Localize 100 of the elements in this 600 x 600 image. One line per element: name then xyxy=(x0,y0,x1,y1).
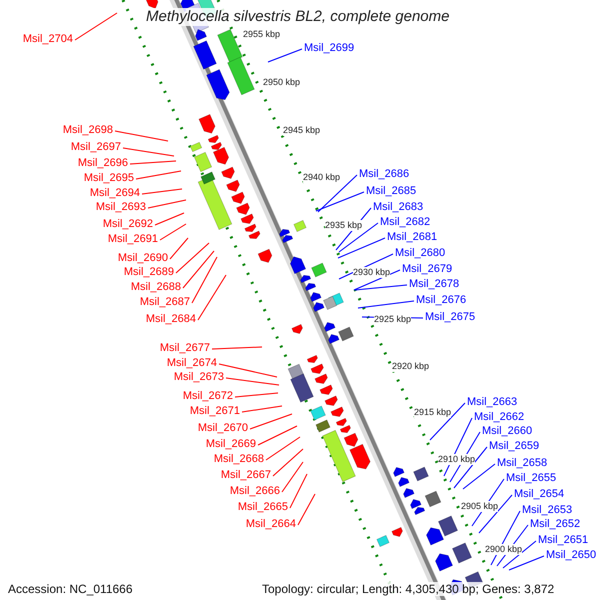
scale-tick-label: 2930 kbp xyxy=(353,267,390,278)
leader-line xyxy=(266,436,300,460)
leader-line xyxy=(358,300,414,308)
gene-label: Msil_2677 xyxy=(160,342,210,355)
gene-label: Msil_2660 xyxy=(482,425,532,438)
leader-line xyxy=(218,364,278,378)
scale-tick-label: 2915 kbp xyxy=(414,407,452,418)
leader-line xyxy=(272,448,304,476)
title: Methylocella silvestris BL2, complete genome xyxy=(146,8,450,26)
leader-line xyxy=(114,130,168,142)
leader-line xyxy=(282,462,304,492)
leader-line xyxy=(142,188,182,194)
leader-line xyxy=(258,426,298,446)
gene-label: Msil_2664 xyxy=(246,518,296,531)
leader-line xyxy=(318,174,358,212)
gene-label: Msil_2682 xyxy=(380,216,430,229)
gene-label: Msil_2680 xyxy=(395,247,446,260)
leader-line xyxy=(226,378,280,386)
leader-line xyxy=(198,274,226,320)
gene-label: Msil_2665 xyxy=(238,501,288,514)
scale-tick-label: 2900 kbp xyxy=(485,544,522,555)
gene-label: Msil_2675 xyxy=(425,311,476,324)
leader-line xyxy=(338,238,386,258)
leader-line xyxy=(268,48,302,62)
leader-line xyxy=(508,556,544,570)
gene-label: Msil_2655 xyxy=(506,472,556,485)
gene-label: Msil_2667 xyxy=(220,469,271,482)
leader-line xyxy=(192,256,218,304)
gene-label: Msil_2678 xyxy=(409,278,460,291)
scale-tick-label: 2955 kbp xyxy=(243,29,280,40)
leader-line xyxy=(354,284,408,290)
scale-tick-label: 2905 kbp xyxy=(461,501,498,512)
gene-label: Msil_2686 xyxy=(359,168,410,181)
scale-tick-label: 2925 kbp xyxy=(374,314,412,325)
gene-label: Msil_2696 xyxy=(78,157,128,170)
leader-line xyxy=(148,200,186,208)
gene-label: Msil_2687 xyxy=(140,296,190,309)
gene-label: Msil_2685 xyxy=(366,185,416,198)
gene-label: Msil_2668 xyxy=(214,453,264,466)
gene-label: Msil_2658 xyxy=(497,457,548,470)
leader-line xyxy=(170,238,188,260)
gene-label: Msil_2662 xyxy=(474,411,524,424)
leader-line xyxy=(182,250,214,288)
leader-line xyxy=(212,346,262,350)
leader-line xyxy=(160,224,186,240)
leader-line xyxy=(316,192,364,212)
scale-tick-label: 2945 kbp xyxy=(283,125,320,136)
leader-line xyxy=(154,212,184,226)
leader-line xyxy=(462,464,496,490)
leader-line xyxy=(234,392,278,398)
gene-label: Msil_2699 xyxy=(304,42,354,55)
scale-tick-label: 2940 kbp xyxy=(303,172,340,183)
scale-tick-label: 2935 kbp xyxy=(325,220,362,231)
leader-line xyxy=(290,474,308,508)
leader-line xyxy=(298,494,316,526)
accession-text: Accession: NC_011666 xyxy=(8,582,133,596)
gene-label: Msil_2695 xyxy=(84,172,134,185)
leader-line xyxy=(430,402,466,440)
gene-label: Msil_2653 xyxy=(522,504,572,517)
gene-label: Msil_2673 xyxy=(174,371,224,384)
leader-line xyxy=(136,170,182,180)
gene-label: Msil_2697 xyxy=(70,141,121,154)
gene-label: Msil_2674 xyxy=(166,357,217,370)
gene-label: Msil_2694 xyxy=(90,187,140,200)
gene-label: Msil_2666 xyxy=(230,485,280,498)
leader-line xyxy=(176,242,210,274)
gene-label: Msil_2672 xyxy=(182,390,233,403)
gene-label: Msil_2669 xyxy=(206,438,256,451)
leader-line xyxy=(130,160,176,164)
gene-label: Msil_2679 xyxy=(402,263,452,276)
gene-label: Msil_2688 xyxy=(130,281,181,294)
leader-line xyxy=(122,148,174,156)
gene-label: Msil_2681 xyxy=(387,231,438,244)
gene-label: Msil_2692 xyxy=(102,218,153,231)
gene-label: Msil_2650 xyxy=(546,549,596,562)
leader-line xyxy=(338,222,378,252)
scale-tick-label: 2920 kbp xyxy=(392,361,430,372)
gene-label: Msil_2651 xyxy=(538,534,588,547)
gene-label: Msil_2663 xyxy=(467,396,518,409)
gene-label: Msil_2671 xyxy=(190,405,240,418)
gene-label: Msil_2676 xyxy=(416,294,466,307)
scale-tick-label: 2910 kbp xyxy=(438,454,476,465)
gene-label: Msil_2684 xyxy=(146,313,196,326)
gene-label: Msil_2652 xyxy=(530,518,580,531)
leader-line xyxy=(354,270,400,290)
gene-label: Msil_2693 xyxy=(96,201,146,214)
gene-label: Msil_2654 xyxy=(514,488,564,501)
gene-label: Msil_2659 xyxy=(489,440,540,453)
leader-line xyxy=(454,446,488,488)
genome-summary-text: Topology: circular; Length: 4,305,430 bp; Genes: 3,872 xyxy=(262,582,554,596)
leader-line xyxy=(242,406,282,412)
gene-label: Msil_2690 xyxy=(118,252,168,265)
leader-line xyxy=(74,12,118,40)
gene-label: Msil_2683 xyxy=(373,201,424,214)
leader-line xyxy=(478,494,512,534)
gene-label: Msil_2704 xyxy=(22,33,73,46)
gene-label: Msil_2698 xyxy=(62,124,113,137)
leader-line xyxy=(250,414,292,430)
leader-line xyxy=(502,540,536,568)
gene-label: Msil_2691 xyxy=(108,233,158,246)
